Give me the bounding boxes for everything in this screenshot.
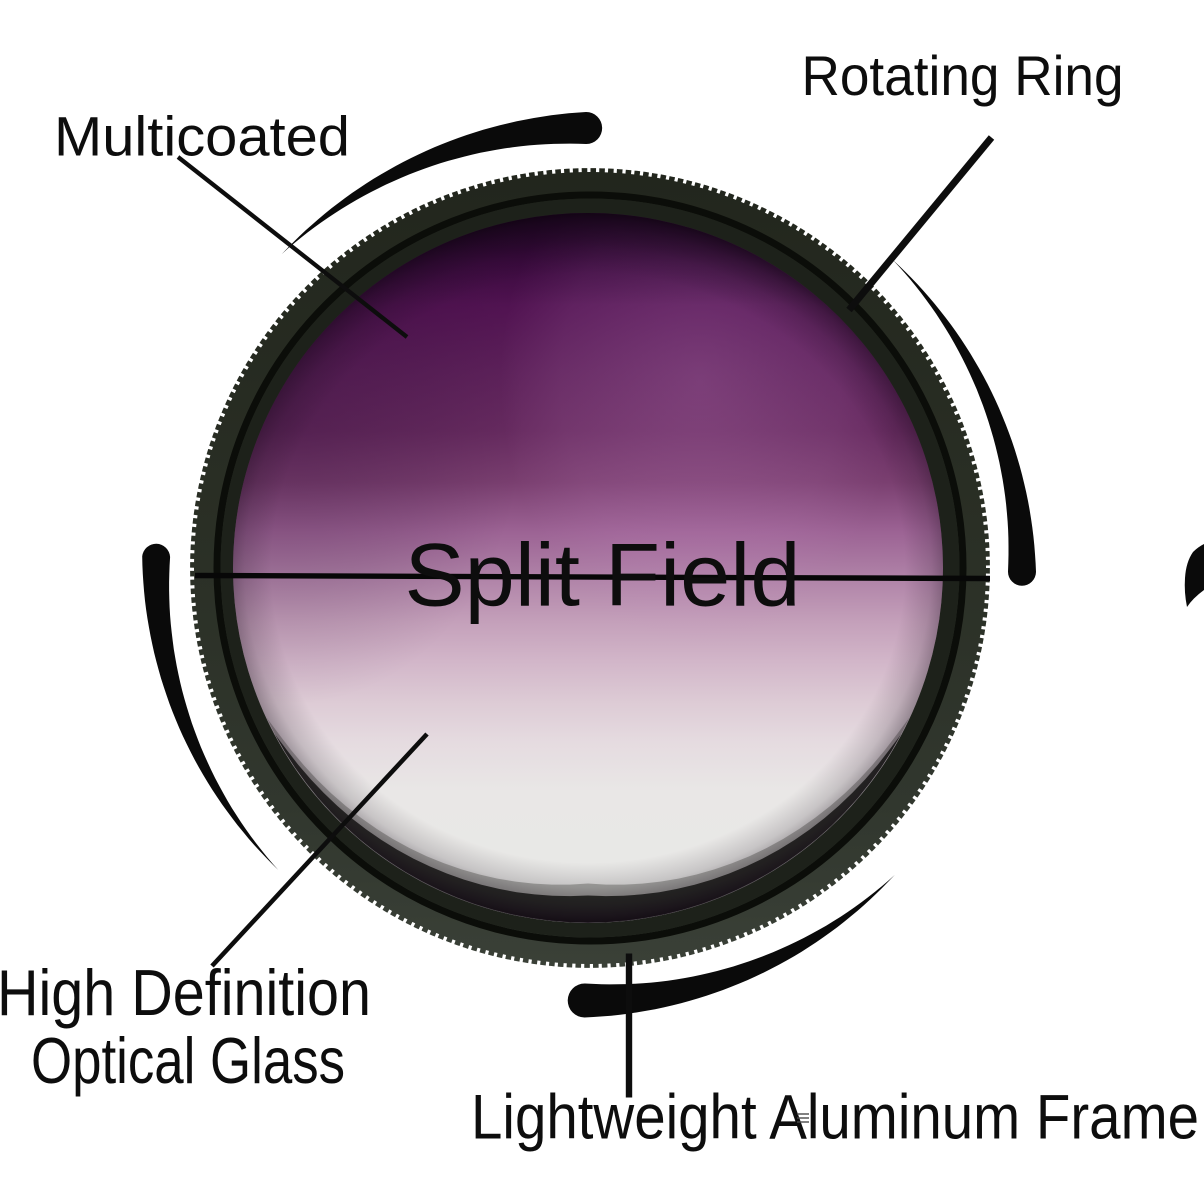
- svg-text:Split Field: Split Field: [405, 525, 801, 625]
- svg-text:High Definition: High Definition: [0, 956, 371, 1029]
- svg-text:Optical Glass: Optical Glass: [31, 1024, 345, 1097]
- svg-text:Lightweight Aluminum Frame: Lightweight Aluminum Frame: [471, 1083, 1199, 1153]
- svg-text:Rotating Ring: Rotating Ring: [802, 45, 1124, 107]
- svg-text:Multicoated: Multicoated: [54, 106, 350, 168]
